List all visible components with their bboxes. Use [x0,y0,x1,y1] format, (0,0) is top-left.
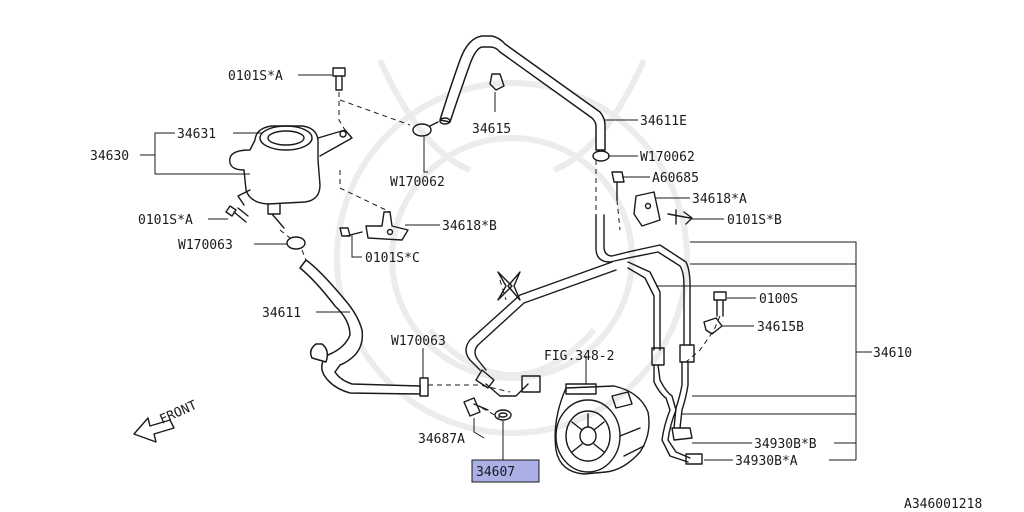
label-34631[interactable]: 34631 [177,127,216,142]
label-34687a[interactable]: 34687A [418,432,465,447]
label-34615[interactable]: 34615 [472,122,511,137]
label-w170062-left[interactable]: W170062 [390,175,445,190]
diagram-ref-code: A346001218 [904,497,982,512]
bracket-34618a[interactable] [633,191,661,227]
pressure-pipe-assy[interactable] [465,214,703,465]
clip-34615[interactable] [489,73,505,91]
hose-34611e[interactable] [439,35,606,151]
label-34930b-b[interactable]: 34930B*B [754,437,817,452]
label-w170063-left[interactable]: W170063 [178,238,233,253]
clamp-w170062-left[interactable] [412,121,439,137]
label-34618a[interactable]: 34618*A [692,192,747,207]
watermark-emblem [334,58,690,436]
bolt-icon-0101sc[interactable] [339,227,363,237]
label-w170063-mid[interactable]: W170063 [391,334,446,349]
leader-lines [140,74,872,461]
label-0101s-a-left[interactable]: 0101S*A [138,213,193,228]
front-label: FRONT [158,398,200,428]
label-34618b[interactable]: 34618*B [442,219,497,234]
reservoir-tank[interactable] [229,125,353,229]
label-34611[interactable]: 34611 [262,306,301,321]
label-34930b-a[interactable]: 34930B*A [735,454,798,469]
clamp-w170062-right[interactable] [592,150,610,162]
bolt-icon-0100s[interactable] [713,291,727,317]
pipe-clip[interactable] [497,271,521,301]
label-fig-348-2[interactable]: FIG.348-2 [544,349,614,364]
label-34615b[interactable]: 34615B [757,320,804,335]
oring-34607[interactable] [494,409,512,421]
label-34630[interactable]: 34630 [90,149,129,164]
label-34610[interactable]: 34610 [873,346,912,361]
clamp-w170063-left[interactable] [286,236,306,250]
label-0101s-c[interactable]: 0101S*C [365,251,420,266]
bolt-icon-0101sb[interactable] [667,209,693,225]
label-34611e[interactable]: 34611E [640,114,687,129]
bolt-icon-a60685[interactable] [611,171,625,201]
bolt-icon-top[interactable] [332,67,346,91]
label-a60685[interactable]: A60685 [652,171,699,186]
valve-34687a[interactable] [463,397,489,417]
clip-34615b[interactable] [703,317,723,335]
label-w170062-right[interactable]: W170062 [640,150,695,165]
label-0101s-a-top[interactable]: 0101S*A [228,69,283,84]
callout-labels: 0101S*A 34631 34630 0101S*A W170063 3461… [90,69,982,512]
power-steering-pump[interactable] [554,383,650,475]
clamp-w170063-mid[interactable] [419,377,429,397]
label-0101s-b[interactable]: 0101S*B [727,213,782,228]
bolt-icon-left[interactable] [225,205,249,223]
label-0100s[interactable]: 0100S [759,292,798,307]
label-34607[interactable]: 34607 [476,465,515,480]
part-34607-highlight[interactable] [471,459,540,483]
bracket-34618b[interactable] [365,211,409,241]
hose-34611[interactable] [299,259,421,395]
front-arrow-icon [133,417,175,443]
